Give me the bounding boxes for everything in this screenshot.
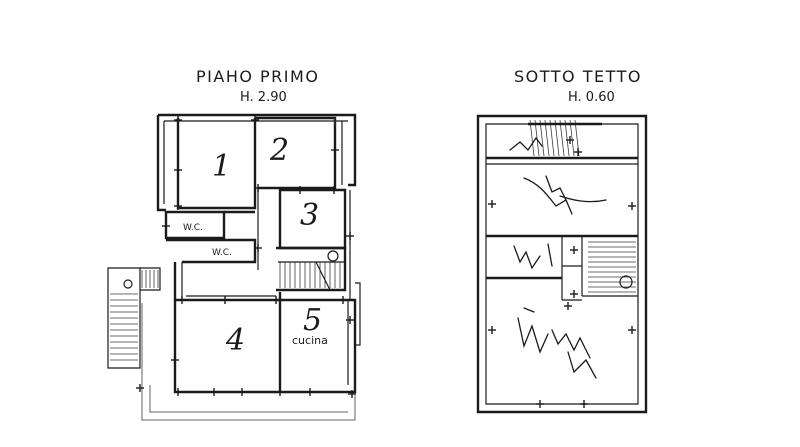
wc-label-upper: W.C. [183,223,203,233]
roof-hatch-line [559,119,565,157]
roof-hatch-line [554,119,560,157]
right-plan-height: H. 0.60 [568,90,615,105]
right-plan: SOTTO TETTO H. 0.60 [476,67,648,414]
left-plan-title: PIAHO PRIMO [196,67,319,86]
right-plan-walls [476,114,648,414]
room-number-3: 3 [300,198,319,233]
handwritten-notes [509,136,607,379]
internal-stair [278,250,344,291]
external-stair [107,267,161,369]
roof-hatch-line [529,119,535,157]
roof-hatching [528,119,602,157]
room-number-5: 5 [303,303,322,338]
roof-hatch-line [539,119,545,157]
left-plan-height: H. 2.90 [240,90,287,105]
room-number-2: 2 [269,133,289,168]
right-opening-marks [488,136,636,408]
room-number-4: 4 [225,323,245,358]
attic-stair [588,241,636,293]
right-plan-title: SOTTO TETTO [514,67,642,86]
roof-hatch-line [564,119,570,157]
room-number-1: 1 [212,149,231,184]
opening-marks [136,116,356,398]
left-plan: PIAHO PRIMO H. 2.90 [107,67,361,421]
roof-hatch-line [534,119,540,157]
roof-hatch-line [569,119,575,157]
roof-hatch-line [549,119,555,157]
left-plan-walls [141,113,361,421]
kitchen-label: cucina [292,334,328,347]
wc-label-lower: W.C. [212,248,232,258]
roof-hatch-line [544,119,550,157]
